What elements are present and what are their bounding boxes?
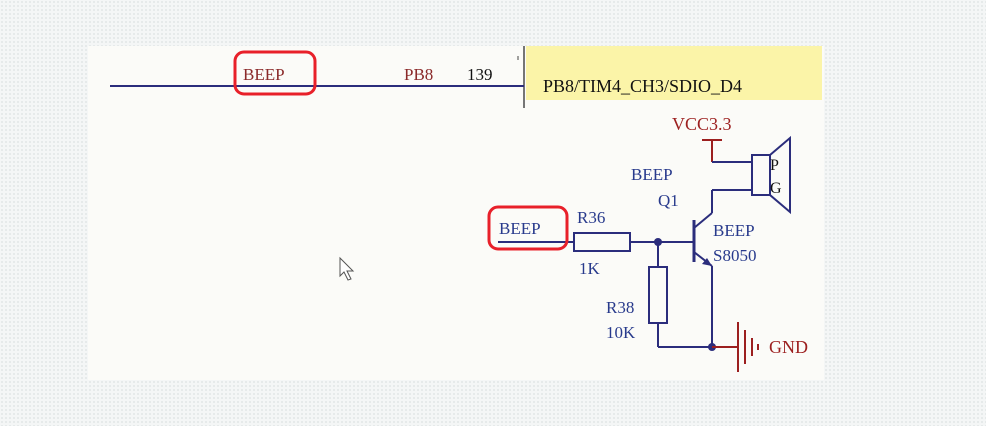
r36-designator: R36 <box>577 208 605 227</box>
mcu-pin-function: PB8/TIM4_CH3/SDIO_D4 <box>543 76 742 96</box>
buzzer-pin-p: P <box>770 157 779 174</box>
power-label: VCC3.3 <box>672 114 732 134</box>
input-net-label: BEEP <box>499 219 541 238</box>
r38-value: 10K <box>606 323 636 342</box>
pin-number: 139 <box>467 65 493 84</box>
buzzer-cone <box>769 135 791 215</box>
mouse-cursor-icon <box>339 256 355 281</box>
buzzer-pin-g: G <box>770 180 782 197</box>
schematic-sheet <box>88 46 824 380</box>
collector-lead <box>693 212 713 229</box>
emitter-arrow <box>702 258 712 266</box>
mcu-pin-box <box>526 46 822 100</box>
input-net-highlight <box>487 205 569 251</box>
pin-net-label: PB8 <box>404 65 433 84</box>
top-net-highlight <box>233 50 317 96</box>
transistor-part: S8050 <box>713 246 756 265</box>
transistor-name: BEEP <box>713 221 755 240</box>
ground-label: GND <box>769 337 808 357</box>
r36-value: 1K <box>579 259 601 278</box>
buzzer-designator: BEEP <box>631 165 673 184</box>
top-net-label: BEEP <box>243 65 285 84</box>
r38-designator: R38 <box>606 298 634 317</box>
transistor-designator: Q1 <box>658 191 679 210</box>
